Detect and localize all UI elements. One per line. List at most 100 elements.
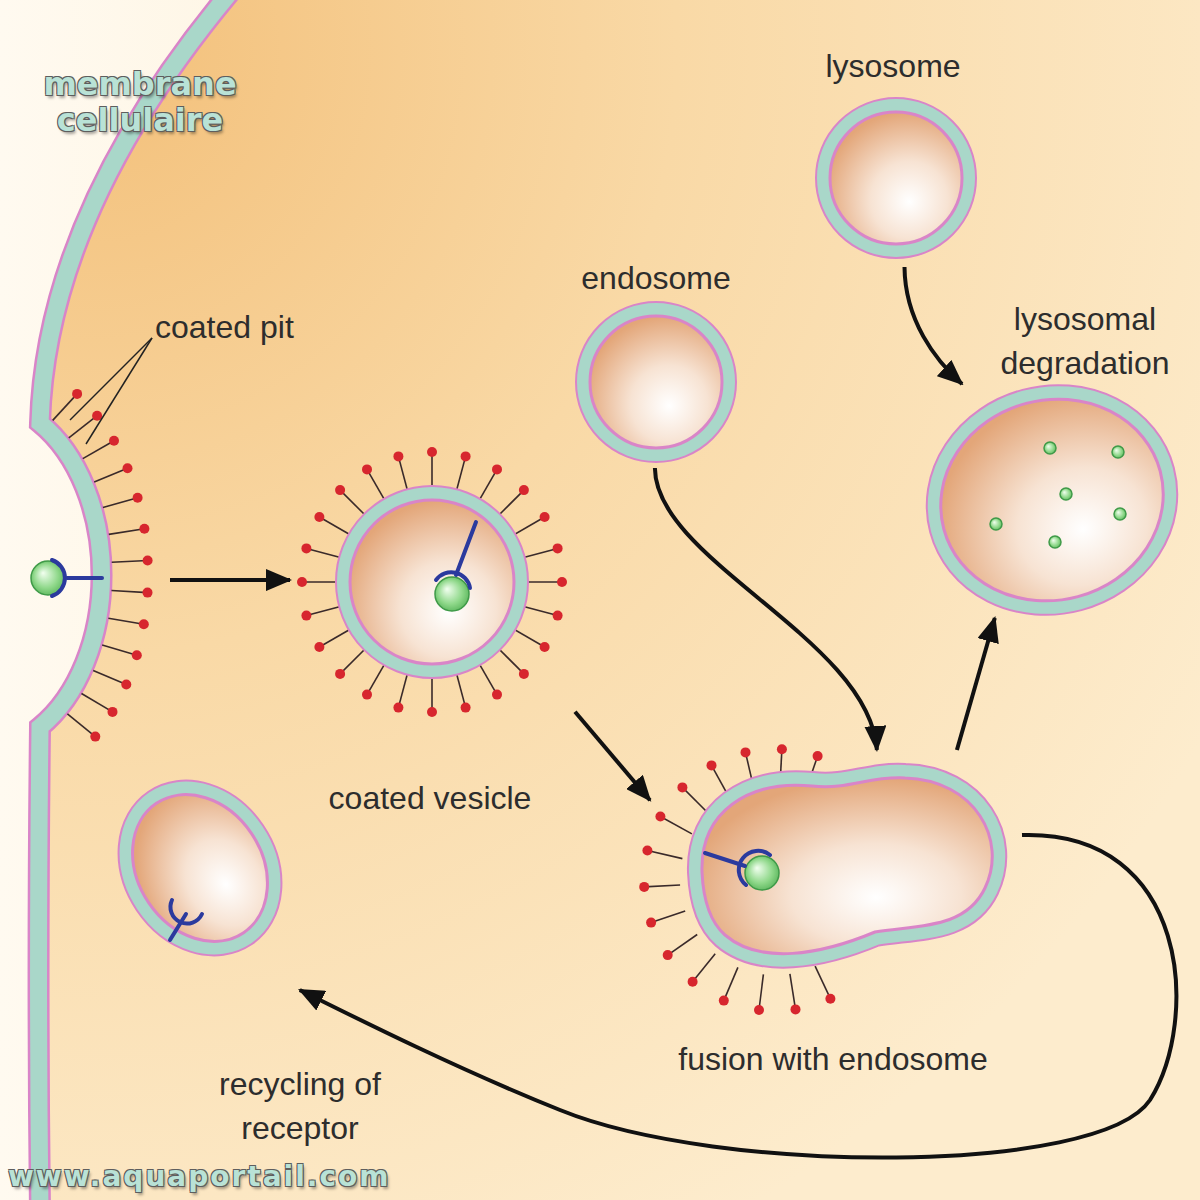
clathrin-head [362,464,372,474]
clathrin-stalk [644,885,680,887]
clathrin-head [72,389,82,399]
clathrin-stalk [82,694,113,712]
clathrin-head [393,451,403,461]
clathrin-stalk [815,966,830,999]
membrane-edge [590,316,722,448]
clathrin-head [427,447,437,457]
vesicle-node: coated pit [20,300,170,730]
clathrin-head [741,747,751,757]
clathrin-head [143,556,153,566]
vesicle-outline [922,384,1182,618]
membrane-core [830,112,962,244]
node-label: coated vesicle [290,776,570,820]
flow-arrow [300,835,1177,1158]
clathrin-head [519,485,529,495]
clathrin-stalk [724,967,738,1000]
vesicle-outline [105,790,310,990]
clathrin-head [655,812,665,822]
clathrin-head [427,707,437,717]
membrane-edge [105,769,295,968]
clathrin-head [553,543,563,553]
vesicle-node: fusion with endosome [650,750,1022,1080]
clathrin-stalk [668,935,698,956]
membrane-core [39,0,233,1200]
receptor-symbol [739,851,770,885]
node-label: recycling of receptor [185,1062,415,1150]
clathrin-stalk [660,817,692,834]
clathrin-stalk [112,591,148,593]
node-label: lysosome [788,44,998,88]
clathrin-head [132,650,142,660]
clathrin-stalk [108,618,143,624]
node-label: endosome [551,256,761,300]
node-label: fusion with endosome [648,1037,1018,1081]
flow-arrow [575,712,650,800]
ligand-ball [1112,446,1124,458]
clathrin-stalk [94,468,127,482]
clathrin-head [663,950,673,960]
membrane-core [350,500,514,664]
clathrin-head [646,918,656,928]
vesicle-node: lysosomal degradation [922,384,1182,618]
clathrin-head [139,524,149,534]
clathrin-head [639,882,649,892]
clathrin-stalk [109,529,145,535]
ligand-ball [31,561,65,595]
membrane-edge [918,374,1186,625]
ligand-ball [435,577,469,611]
clathrin-stalk [647,851,682,859]
clathrin-stalk [693,954,716,982]
ligand-ball [1049,536,1061,548]
clathrin-head [461,703,471,713]
clathrin-head [553,611,563,621]
clathrin-head [362,690,372,700]
vesicle-outline [20,300,170,730]
clathrin-head [90,732,100,742]
clathrin-head [301,611,311,621]
leader-line [86,338,152,444]
receptor-symbol [456,522,476,575]
ligand-ball [1114,508,1126,520]
flow-arrow [905,267,963,384]
membrane-edge [830,112,962,244]
membrane-edge [702,778,992,954]
clathrin-head [314,512,324,522]
ligand-ball [745,856,779,890]
leader-line [70,338,152,420]
membrane-edge [39,0,233,1200]
clathrin-head [301,543,311,553]
clathrin-head [825,994,835,1004]
clathrin-stalk [93,670,126,684]
clathrin-head [677,782,687,792]
membrane-core [590,316,722,448]
clathrin-head [133,493,143,503]
vesicle-node: lysosome [790,45,1002,267]
flow-arrow [170,578,290,582]
clathrin-head [754,1005,764,1015]
clathrin-head [492,690,502,700]
receptor-symbol [170,900,202,924]
clathrin-stalk [682,787,707,812]
clathrin-head [642,846,652,856]
clathrin-head [540,512,550,522]
clathrin-head [335,485,345,495]
vesicle-outline [650,750,1022,1080]
clathrin-stalk [67,714,95,737]
flow-arrow [957,618,995,750]
membrane-core [105,769,295,968]
clathrin-head [314,642,324,652]
receptor-symbol [52,560,65,596]
vesicle-lumen [105,769,295,968]
clathrin-head [688,977,698,987]
vesicle-lumen [702,778,992,954]
vesicle-node: recycling of receptor [105,790,310,990]
clathrin-head [492,464,502,474]
cytoplasm [39,0,1200,1200]
watermark: www.aquaportail.com [8,1160,390,1194]
clathrin-head [109,436,119,446]
clathrin-head [461,451,471,461]
clathrin-stalk [759,974,763,1010]
